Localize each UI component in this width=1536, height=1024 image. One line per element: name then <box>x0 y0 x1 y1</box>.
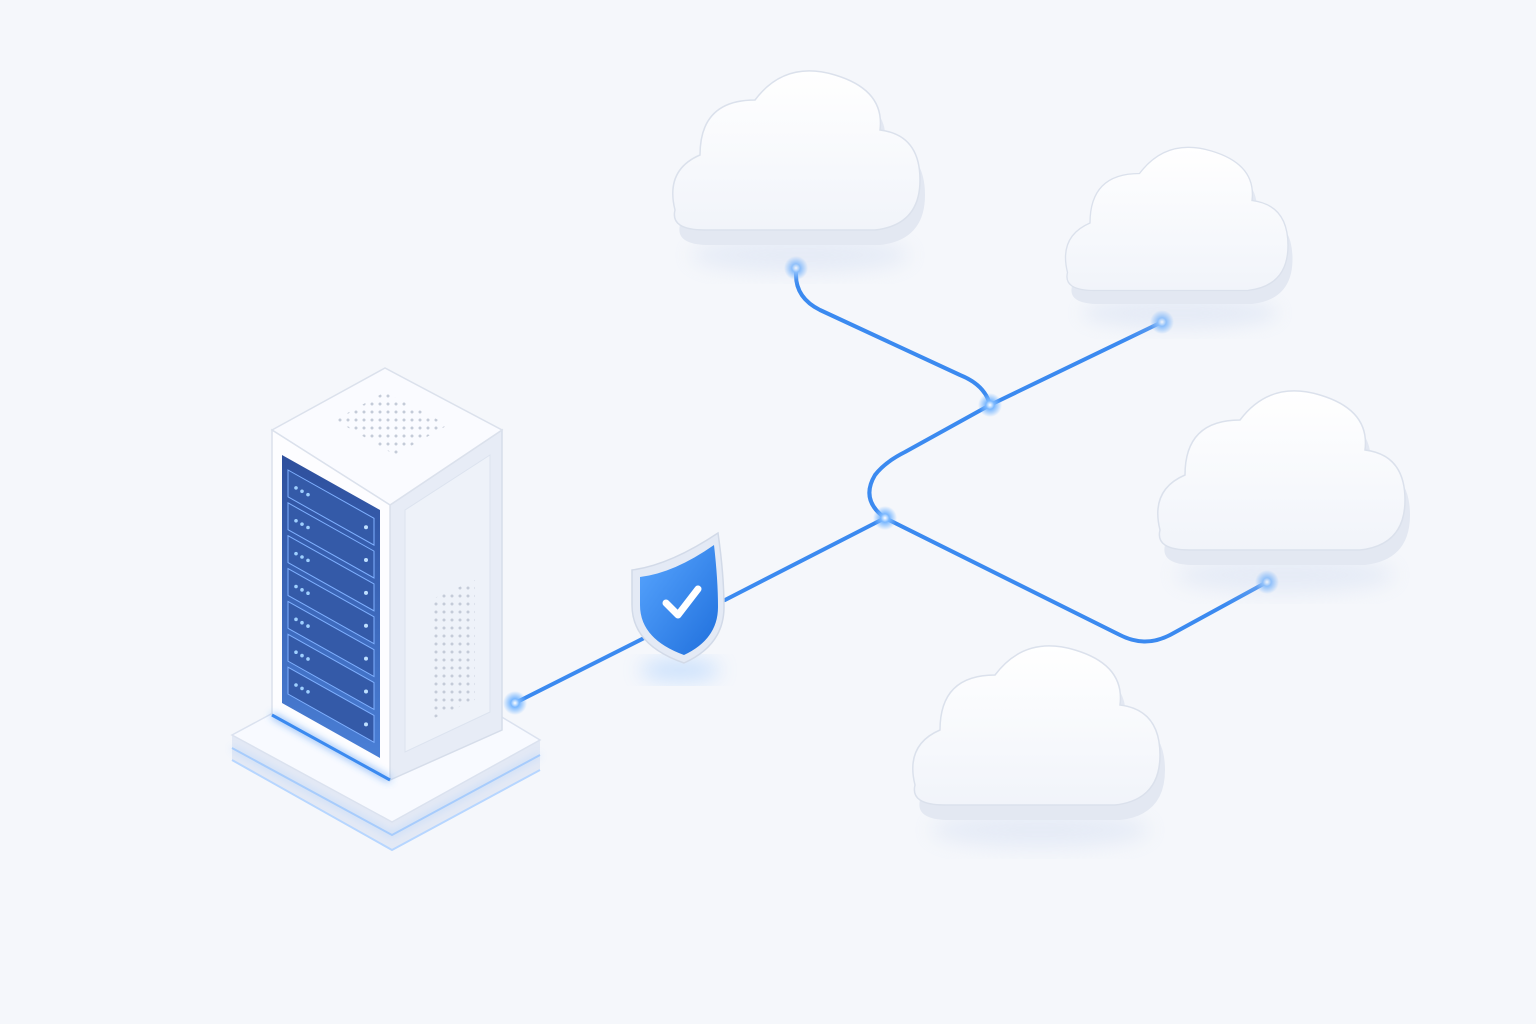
top-vent <box>335 392 448 455</box>
status-led <box>364 656 368 661</box>
link-junction-cloud-top-left <box>794 266 992 407</box>
node-glow <box>978 393 1002 417</box>
cloud-icon <box>912 645 1166 848</box>
status-led <box>300 489 304 494</box>
drive-bay <box>287 666 375 744</box>
status-led <box>364 590 368 595</box>
status-led <box>300 653 304 658</box>
link-junction-cloud-top-right <box>988 320 1164 407</box>
status-led <box>306 558 310 563</box>
status-led <box>364 525 368 530</box>
status-led <box>300 522 304 526</box>
status-led <box>300 620 304 625</box>
link-shield-hub <box>723 516 887 602</box>
drive-bay <box>287 534 375 612</box>
status-led <box>294 486 298 490</box>
status-led <box>306 525 310 530</box>
status-led <box>364 722 368 727</box>
cloud-icon <box>672 70 926 273</box>
drive-bay <box>287 567 375 645</box>
link-hub-cloud-middle-right <box>883 516 1269 644</box>
status-led <box>306 689 310 694</box>
drive-bay <box>287 502 375 579</box>
cloud-icon <box>1064 146 1294 330</box>
status-led <box>294 551 298 556</box>
server-rack-icon <box>230 367 542 852</box>
drive-bay <box>287 633 375 711</box>
status-led <box>364 558 368 563</box>
status-led <box>300 555 304 559</box>
connection-lines <box>513 266 1269 705</box>
cloud-icon <box>1157 390 1411 593</box>
drive-bay <box>287 469 375 546</box>
status-led <box>300 686 304 691</box>
status-led <box>294 650 298 655</box>
status-led <box>294 584 298 589</box>
shield-check-icon <box>631 531 725 680</box>
status-led <box>364 623 368 628</box>
drive-bays <box>287 469 375 744</box>
status-led <box>300 588 304 592</box>
link-hub-junction <box>867 403 992 520</box>
status-led <box>306 657 310 661</box>
status-led <box>294 518 298 523</box>
status-led <box>306 591 310 596</box>
node-glow <box>873 506 897 530</box>
status-led <box>294 683 298 687</box>
status-led <box>306 492 310 497</box>
status-led <box>364 689 368 694</box>
status-led <box>294 617 298 622</box>
drive-bay <box>287 600 375 678</box>
node-glow <box>503 691 527 715</box>
side-vent <box>430 580 475 720</box>
status-led <box>306 624 310 628</box>
link-server-shield <box>513 628 662 705</box>
